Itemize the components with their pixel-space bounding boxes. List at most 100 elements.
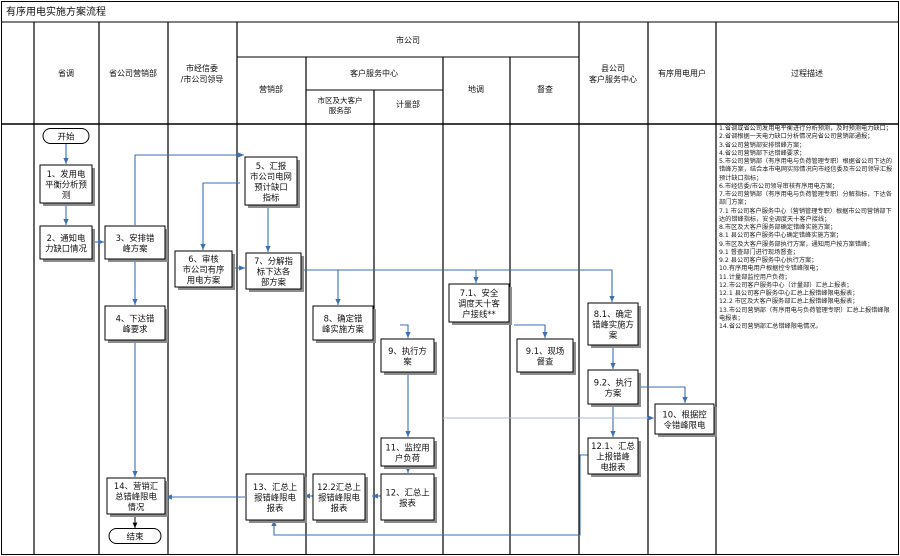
flow-node-label: 峰实施方案 (322, 324, 364, 334)
header-yonghu: 有序用电用户 (658, 68, 706, 78)
flow-node-box (380, 473, 435, 521)
flow-node-label: 7.1、安全 (460, 288, 499, 298)
flow-node-label: 力缺口情况 (45, 243, 87, 253)
flow-node-label: 5、汇报 (256, 161, 287, 171)
flow-node-n91: 9.1、现场督查 (516, 338, 576, 375)
header-sheng-yingxiao: 省公司营销部 (109, 68, 157, 78)
flow-node-label: 14、营销汇 (114, 481, 158, 491)
flow-node-box (516, 338, 574, 373)
flow-node-box (245, 473, 305, 521)
flow-node-box (587, 302, 639, 346)
flow-node-label: 峰要求 (122, 324, 148, 334)
flow-node-box (244, 156, 298, 206)
flow-node-box (104, 305, 166, 341)
flow-node-box (312, 473, 366, 521)
header-jiliang: 计量部 (396, 99, 420, 109)
header-jingxinwei-line1: 市经信委 (186, 63, 218, 73)
flow-node-label: 4、下达错 (116, 313, 155, 323)
flow-node-n12: 12、汇总上报表 (380, 473, 437, 523)
flow-node-box (39, 225, 93, 260)
flow-node-label: 总错峰限电 (115, 492, 157, 502)
process-step-9: 8.市区及大客户服务部确定错峰实施方案； (719, 224, 837, 231)
flow-node-label: 报表 (331, 503, 348, 513)
process-step-1: 1.省调或省公司发用电平衡进行分析预测，及时预测电力缺口； (719, 125, 892, 132)
flow-node-label: 户接线** (462, 309, 496, 319)
process-step-20: 14.省公司营销部汇总错峰限电情况。 (719, 323, 822, 330)
flow-node-n92: 9.2、执行方案 (587, 369, 641, 407)
process-step-19: 13.市公司营销部（有序用电与负荷管理专职）汇总上报错峰限电报表； (719, 306, 890, 322)
flow-node-label: 预计缺口 (254, 182, 288, 192)
flow-node-label: 令错峰限电 (664, 420, 706, 430)
header-xian-kefu-line1: 县公司 (601, 64, 625, 73)
flow-node-label: 市公司有序 (183, 265, 225, 275)
process-step-8: 7.1 市公司客户服务中心（营销管理专职）根据市公司营销部下达的错峰指标，安全调… (719, 207, 892, 223)
flow-node-label: 用电方案 (187, 275, 221, 285)
flow-node-label: 11、监控用 (385, 442, 429, 452)
flow-node-label: 9、执行方 (388, 346, 427, 356)
flow-node-label: 12、汇总上 (385, 487, 429, 497)
flow-node-label: 报错峰限电 (254, 493, 296, 503)
end-terminator: 结束 (108, 528, 162, 544)
process-step-15: 11.计量部监控用户负荷； (719, 273, 791, 281)
flow-node-label: 平衡分析预 (45, 180, 87, 190)
flow-node-label: 情况 (128, 502, 145, 512)
flow-node-label: 测 (62, 190, 70, 200)
process-step-16: 12.市公司客户服务中心（计量部）汇总上报表； (719, 281, 853, 289)
flow-node-label: 错峰实施方 (592, 320, 634, 330)
process-step-13: 9.2 县公司客户服务中心执行方案； (719, 257, 818, 264)
end-terminator-label: 结束 (126, 532, 144, 543)
flow-node-label: 8.1、确定 (594, 309, 633, 319)
flow-node-box (380, 338, 435, 373)
flow-node-label: 户负荷 (395, 453, 420, 463)
flow-node-box (587, 369, 639, 405)
flow-node-label: 调度天十客 (458, 299, 500, 309)
process-step-7: 7.市公司营销部（有序用电与负荷管理专职）分解指标，下达各部门方案； (719, 191, 892, 207)
process-step-2: 2.省调根据一天电力缺口分析情况向省公司营销部通报； (719, 133, 874, 141)
header-di-tiao: 地调 (468, 84, 484, 94)
process-step-14: 10.有序用电用户根据控令错峰限电； (719, 265, 822, 273)
flow-node-box (174, 250, 233, 288)
flow-node-label: 峰方案 (122, 243, 148, 253)
flow-node-box (245, 252, 302, 290)
flow-node-label: 6、审核 (188, 254, 219, 264)
flow-node-label: 2、通知电 (47, 233, 86, 243)
flow-node-label: 报错峰限电 (318, 493, 360, 503)
flow-node-label: 标下达各 (257, 267, 291, 277)
flow-node-n81: 8.1、确定错峰实施方案 (587, 302, 641, 348)
flow-node-label: 指标 (263, 192, 280, 202)
flow-node-box (39, 164, 93, 204)
flow-node-label: 部方案 (261, 277, 287, 287)
flow-node-n71: 7.1、安全调度天十客户接线** (448, 283, 512, 325)
process-step-18: 12.2 市区及大客户服务部汇总上报错峰限电报表； (719, 298, 859, 306)
flow-node-n10: 10、根据控令错峰限电 (654, 403, 717, 437)
process-step-11: 9.市区及大客户服务部执行方案，通知用户按方案错峰； (719, 240, 874, 248)
process-step-10: 8.1 县公司客户服务中心确定错峰实施方案； (719, 232, 843, 240)
process-step-12: 9.1 督查部门进行现场督查； (719, 248, 799, 256)
process-step-6: 6.市经信委/市公司领导审核有序用电方案； (719, 182, 839, 190)
flow-node-label: 方案 (605, 388, 622, 398)
flow-node-n9: 9、执行方案 (380, 338, 437, 375)
flow-node-label: 报表 (267, 503, 284, 513)
header-shi-gongsi: 市公司 (396, 35, 420, 45)
flow-node-box (587, 437, 639, 475)
flow-node-label: 12.1、汇总 (591, 441, 635, 451)
header-shuoming: 过程描述 (791, 68, 823, 78)
flow-node-label: 1、发用电 (47, 169, 86, 179)
flow-node-label: 12.2汇总上 (317, 482, 361, 492)
flow-node-n3: 3、安排错峰方案 (104, 225, 168, 262)
flow-node-box (654, 403, 715, 435)
flow-node-label: 3、安排错 (116, 233, 155, 243)
flow-node-label: 电报表 (600, 462, 626, 472)
flow-node-box (104, 225, 166, 260)
flow-node-label: 10、根据控 (662, 409, 707, 419)
header-du-cha: 督查 (537, 84, 553, 94)
header-shi-xiao-line2: 服务部 (329, 105, 352, 115)
flow-node-box (106, 477, 166, 515)
header-xian-kefu-line2: 客户服务中心 (589, 74, 637, 84)
flow-node-label: 8、确定错 (324, 313, 363, 323)
